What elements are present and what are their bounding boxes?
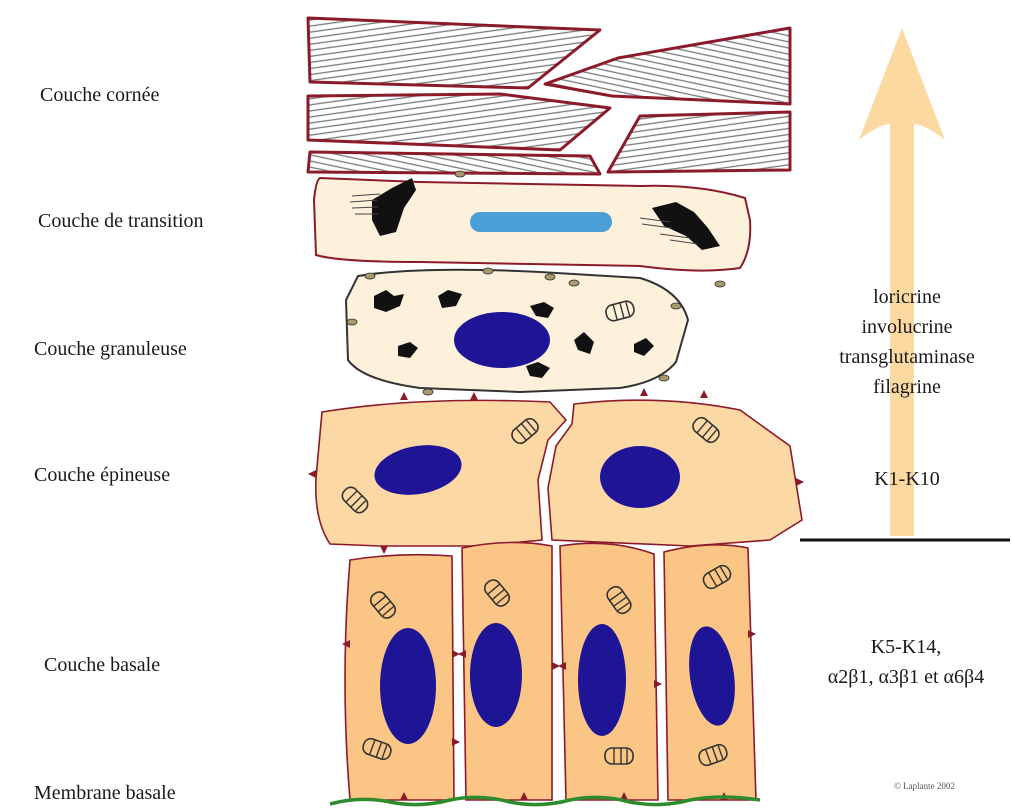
- layer-label-granuleuse: Couche granuleuse: [34, 338, 187, 361]
- spine: [452, 738, 460, 746]
- basal-markers: K5-K14, α2β1, α3β1 et α6β4: [802, 632, 1010, 692]
- lamellar-body: [455, 171, 465, 177]
- nucleus: [578, 624, 626, 736]
- spine: [380, 546, 388, 554]
- nucleus: [600, 446, 680, 508]
- nucleus: [470, 623, 522, 727]
- granule-blue: [470, 212, 612, 232]
- spine: [640, 388, 648, 396]
- differentiation-markers: loricrine involucrine transglutaminase f…: [832, 282, 982, 402]
- nucleus: [454, 312, 550, 368]
- stratum-corneum: [308, 18, 790, 174]
- lamellar-body: [545, 274, 555, 280]
- lamellar-body: [423, 389, 433, 395]
- spinous-layer: [308, 388, 804, 554]
- lamellar-body: [671, 303, 681, 309]
- marker-filagrine: filagrine: [832, 372, 982, 402]
- marker-transglutaminase: transglutaminase: [832, 342, 982, 372]
- layer-label-basale: Couche basale: [44, 654, 160, 677]
- spine: [796, 478, 804, 486]
- layer-label-epineuse: Couche épineuse: [34, 464, 170, 487]
- corneocyte: [308, 94, 610, 150]
- spine: [654, 680, 662, 688]
- lamellar-body: [715, 281, 725, 287]
- spine: [458, 650, 466, 658]
- spine: [470, 392, 478, 400]
- basal-integrins: α2β1, α3β1 et α6β4: [802, 662, 1010, 692]
- spinous-keratins: K1-K10: [832, 464, 982, 494]
- lamellar-body: [365, 273, 375, 279]
- lamellar-body: [659, 375, 669, 381]
- basal-keratins: K5-K14,: [802, 632, 1010, 662]
- spine: [700, 390, 708, 398]
- lamellar-body: [483, 268, 493, 274]
- layer-label-cornee: Couche cornée: [40, 84, 159, 107]
- marker-involucrine: involucrine: [832, 312, 982, 342]
- spine: [308, 470, 316, 478]
- marker-loricrine: loricrine: [832, 282, 982, 312]
- corneocyte: [308, 18, 600, 88]
- credit: © Laplante 2002: [894, 781, 955, 791]
- layer-label-membrane: Membrane basale: [34, 782, 176, 805]
- basal-layer: [342, 542, 756, 800]
- spine: [400, 392, 408, 400]
- layer-label-transition: Couche de transition: [38, 210, 204, 233]
- corneocyte: [308, 152, 600, 174]
- lamellar-body: [569, 280, 579, 286]
- transition-cell: [314, 178, 750, 271]
- spine: [748, 630, 756, 638]
- lamellar-body: [347, 319, 357, 325]
- corneocyte: [608, 112, 790, 172]
- nucleus: [380, 628, 436, 744]
